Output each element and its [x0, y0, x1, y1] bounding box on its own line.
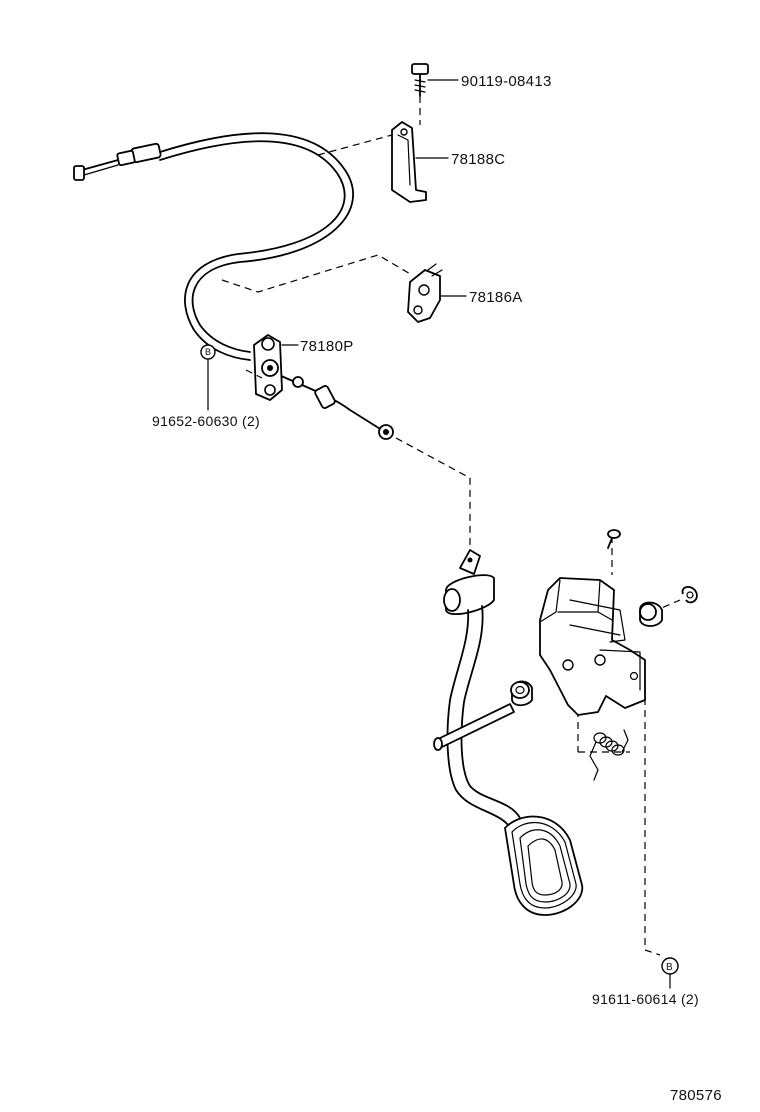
label-bracket-78188c: 78188C: [451, 151, 505, 168]
bolt-90119-08413: [411, 63, 429, 97]
b-marker-left-letter: B: [205, 347, 211, 357]
bracket-78188c: [391, 121, 427, 203]
b-marker-right-letter: B: [666, 962, 673, 973]
return-spring: [589, 729, 629, 781]
label-bolt-91611: 91611-60614 (2): [592, 991, 699, 1007]
b-marker-left: [200, 344, 216, 360]
label-bolt-90119: 90119-08413: [461, 73, 552, 90]
label-clamp-78186a: 78186A: [469, 289, 523, 306]
small-screw: [607, 529, 621, 549]
assembly-guide-lines: [221, 96, 681, 956]
accelerator-cable: [73, 132, 394, 440]
label-grommet-78180p: 78180P: [300, 338, 354, 355]
label-bolt-91652: 91652-60630 (2): [152, 413, 260, 429]
pedal-support-bracket: [539, 577, 646, 716]
clamp-78186a: [407, 263, 443, 323]
grommet-78180p: [253, 334, 283, 401]
pedal-pad: [504, 815, 583, 916]
diagram-number: 780576: [670, 1087, 722, 1104]
pedal-arm: [433, 549, 533, 831]
bushing: [639, 601, 663, 627]
clip-ring: [681, 586, 698, 604]
